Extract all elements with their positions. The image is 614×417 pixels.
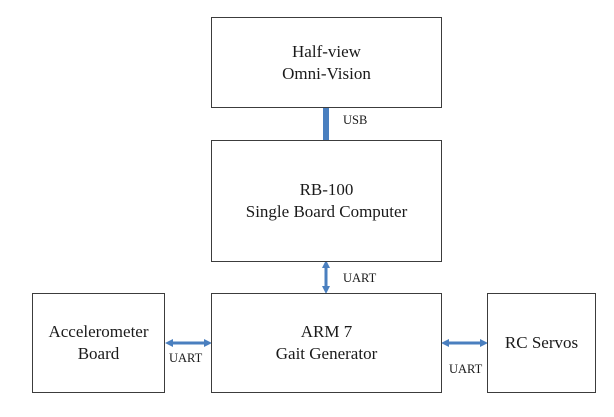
- computer-node-subtitle: Single Board Computer: [245, 202, 408, 221]
- uart-label-left: UART: [169, 351, 203, 365]
- arm-node: ARM 7 Gait Generator: [211, 293, 442, 393]
- uart-label-top: UART: [343, 271, 377, 285]
- usb-connector: [323, 108, 329, 140]
- uart-label-right: UART: [449, 362, 483, 376]
- usb-label: USB: [343, 113, 368, 127]
- computer-node: RB-100 Single Board Computer: [211, 140, 442, 262]
- accelerometer-node: Accelerometer Board: [32, 293, 165, 393]
- arm-node-title: ARM 7: [300, 322, 353, 341]
- accelerometer-node-subtitle: Board: [77, 344, 120, 363]
- vision-node-title: Half-view: [292, 41, 361, 61]
- servos-node-title: RC Servos: [504, 333, 579, 352]
- accelerometer-node-title: Accelerometer: [48, 322, 149, 341]
- arm-node-subtitle: Gait Generator: [275, 344, 378, 363]
- vision-node: Half-view Omni-Vision: [211, 17, 442, 108]
- computer-node-title: RB-100: [299, 180, 354, 199]
- servos-node: RC Servos: [487, 293, 596, 393]
- vision-node-subtitle: Omni-Vision: [282, 63, 371, 83]
